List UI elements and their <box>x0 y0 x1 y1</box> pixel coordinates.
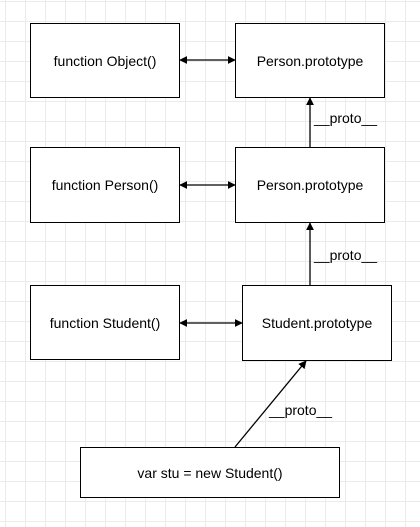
object-function-label: function Object() <box>53 52 157 69</box>
instance-node[interactable]: var stu = new Student() <box>80 447 340 498</box>
person-function-label: function Person() <box>51 177 159 193</box>
student-prototype-node[interactable]: Student.prototype <box>242 285 392 361</box>
person-function-node[interactable]: function Person() <box>30 147 180 223</box>
person-prototype-node[interactable]: Person.prototype <box>235 147 385 223</box>
edge-instance-diagonal <box>234 360 307 448</box>
object-prototype-label: Person.prototype <box>256 52 364 69</box>
edge-label-student-to-person: __proto__ <box>314 247 378 263</box>
edge-label-instance-to-student: __proto__ <box>269 402 333 418</box>
instance-label: var stu = new Student() <box>137 464 283 481</box>
student-function-label: function Student() <box>49 314 161 331</box>
person-prototype-label: Person.prototype <box>256 177 364 193</box>
object-prototype-node[interactable]: Person.prototype <box>235 23 385 98</box>
student-function-node[interactable]: function Student() <box>30 285 180 360</box>
edge-label-person-to-object: __proto__ <box>314 110 378 126</box>
object-function-node[interactable]: function Object() <box>30 23 180 98</box>
student-prototype-label: Student.prototype <box>261 315 373 331</box>
